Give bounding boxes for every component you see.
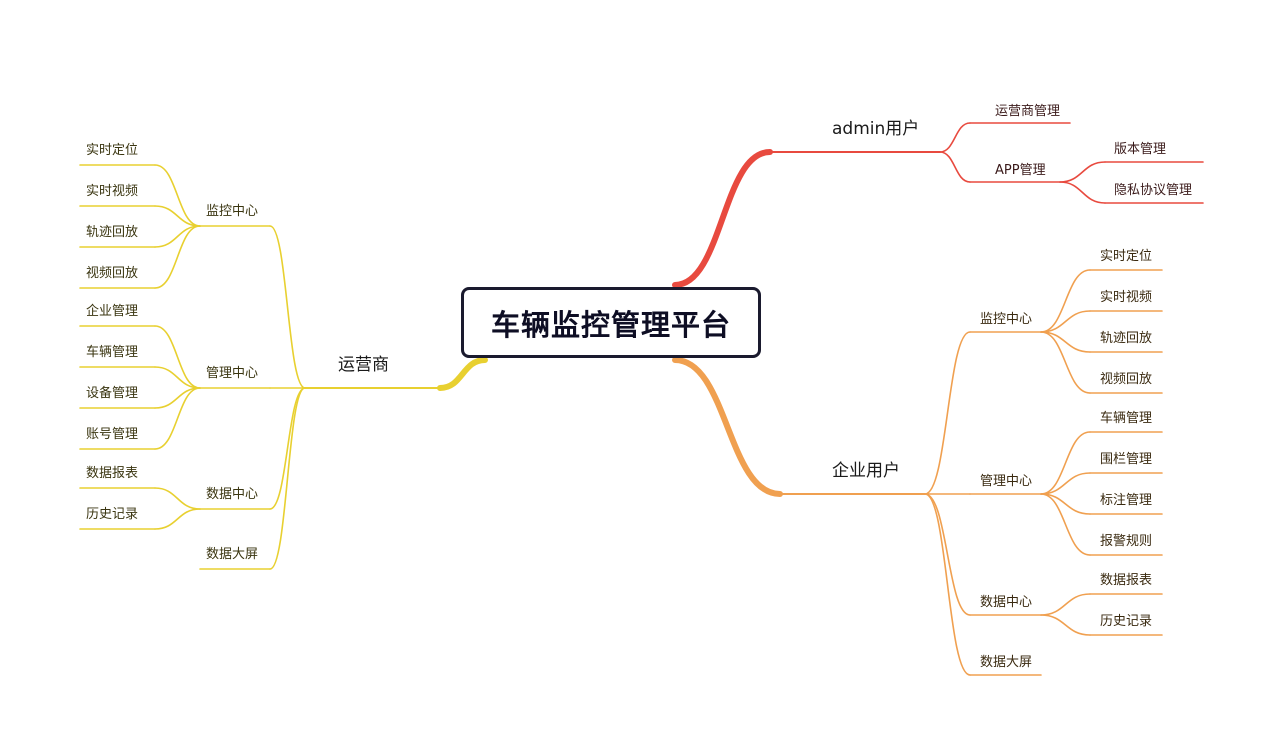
node-enterprise-0-2[interactable]: 轨迹回放 [1100,331,1153,346]
link-enterprise-0 [924,331,971,495]
node-enterprise-0[interactable]: 监控中心 [980,312,1033,327]
node-enterprise-0-1[interactable]: 实时视频 [1100,290,1153,305]
link-operator-1-0 [154,325,201,389]
link-enterprise-0-1 [1040,310,1091,333]
node-enterprise-1-3[interactable]: 报警规则 [1100,534,1153,549]
link-enterprise-1-1 [1040,472,1091,495]
root-node[interactable]: 车辆监控管理平台 [461,287,761,358]
link-root-enterprise [672,357,783,497]
link-enterprise-2-1 [1040,614,1091,636]
link-root-admin [672,149,773,288]
node-operator[interactable]: 运营商 [338,355,389,375]
link-operator-1-3 [154,387,201,450]
node-operator-0-3[interactable]: 视频回放 [86,266,139,281]
node-operator-0[interactable]: 监控中心 [206,204,259,219]
node-operator-2-1[interactable]: 历史记录 [86,507,139,522]
node-enterprise-0-0[interactable]: 实时定位 [1100,249,1153,264]
link-operator-2 [269,387,306,510]
link-enterprise-2 [924,493,971,616]
node-operator-1-3[interactable]: 账号管理 [86,427,139,442]
link-root-operator [437,357,488,391]
node-operator-0-1[interactable]: 实时视频 [86,184,139,199]
link-enterprise-3 [924,493,971,676]
link-admin-1-0 [1059,161,1106,183]
link-operator-0-3 [154,225,201,289]
link-operator-2-0 [154,487,201,510]
node-operator-1[interactable]: 管理中心 [206,366,259,381]
node-enterprise-0-3[interactable]: 视频回放 [1100,372,1153,387]
node-operator-1-1[interactable]: 车辆管理 [86,345,139,360]
node-admin-1-1[interactable]: 隐私协议管理 [1114,183,1193,198]
node-enterprise[interactable]: 企业用户 [832,461,900,481]
link-enterprise-0-3 [1040,331,1091,394]
node-enterprise-1-0[interactable]: 车辆管理 [1100,411,1153,426]
link-operator-0 [269,225,306,389]
node-enterprise-2-1[interactable]: 历史记录 [1100,614,1153,629]
node-admin-0[interactable]: 运营商管理 [995,104,1061,119]
node-enterprise-2[interactable]: 数据中心 [980,595,1033,610]
link-operator-1-1 [154,366,201,389]
link-admin-0 [939,122,971,153]
node-operator-0-0[interactable]: 实时定位 [86,143,139,158]
link-admin-1-1 [1059,181,1106,204]
node-operator-0-2[interactable]: 轨迹回放 [86,225,139,240]
link-admin-1 [939,151,971,183]
node-admin-1-0[interactable]: 版本管理 [1114,142,1167,157]
link-enterprise-1-0 [1040,431,1091,495]
node-operator-2-0[interactable]: 数据报表 [86,466,139,481]
node-enterprise-1[interactable]: 管理中心 [980,474,1033,489]
node-enterprise-3[interactable]: 数据大屏 [980,655,1033,670]
node-enterprise-2-0[interactable]: 数据报表 [1100,573,1153,588]
node-operator-1-0[interactable]: 企业管理 [86,304,139,319]
node-enterprise-1-1[interactable]: 围栏管理 [1100,452,1153,467]
node-operator-3[interactable]: 数据大屏 [206,547,259,562]
link-operator-2-1 [154,508,201,530]
link-enterprise-0-0 [1040,269,1091,333]
link-operator-0-0 [154,164,201,227]
node-operator-2[interactable]: 数据中心 [206,487,259,502]
node-operator-1-2[interactable]: 设备管理 [86,386,139,401]
node-admin-1[interactable]: APP管理 [995,163,1046,178]
link-operator-3 [269,387,306,570]
node-enterprise-1-2[interactable]: 标注管理 [1100,493,1153,508]
link-operator-0-1 [154,205,201,227]
link-enterprise-1-3 [1040,493,1091,556]
node-admin[interactable]: admin用户 [832,119,920,139]
link-enterprise-2-0 [1040,593,1091,616]
